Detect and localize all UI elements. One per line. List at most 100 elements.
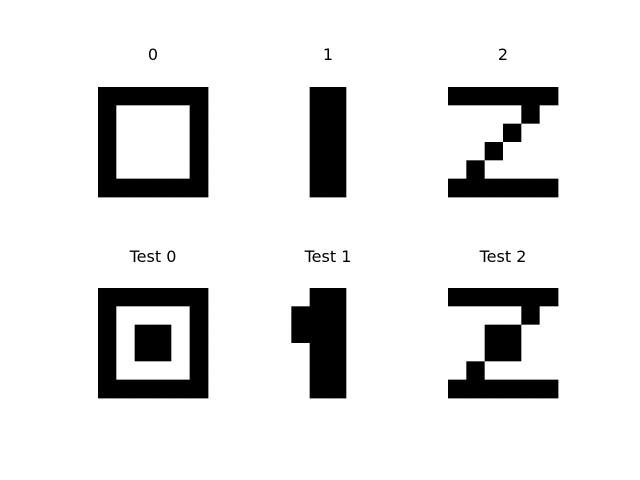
- pixel-cell: [502, 342, 522, 362]
- pixel-cell: [171, 141, 191, 161]
- pixel-cell: [466, 306, 486, 326]
- pixel-cell: [309, 123, 329, 143]
- pixel-cell: [291, 141, 311, 161]
- pixel-cell: [466, 178, 486, 198]
- pixel-cell: [466, 105, 486, 125]
- pixel-cell: [346, 306, 366, 326]
- pixel-cell: [539, 141, 559, 161]
- pixel-cell: [346, 160, 366, 180]
- pixel-cell: [116, 324, 136, 344]
- pixel-cell: [364, 361, 384, 381]
- pixel-cell: [291, 105, 311, 125]
- pixel-cell: [484, 361, 504, 381]
- pixel-cell: [327, 87, 347, 106]
- pixel-cell: [484, 379, 504, 399]
- pixel-cell: [364, 105, 384, 125]
- pixel-cell: [116, 141, 136, 161]
- pixel-cell: [327, 361, 347, 381]
- pixel-cell: [291, 123, 311, 143]
- pixel-cell: [484, 178, 504, 198]
- pixel-cell: [309, 379, 329, 399]
- pixel-cell: [152, 160, 172, 180]
- pixel-grid: [448, 87, 559, 198]
- pixel-cell: [189, 324, 209, 344]
- pixel-cell: [116, 105, 136, 125]
- pixel-cell: [273, 379, 292, 399]
- pixel-cell: [539, 361, 559, 381]
- pixel-cell: [309, 306, 329, 326]
- pixel-cell: [189, 123, 209, 143]
- pixel-cell: [116, 361, 136, 381]
- pixel-cell: [152, 87, 172, 106]
- pixel-cell: [502, 361, 522, 381]
- pixel-cell: [448, 178, 467, 198]
- pixel-cell: [134, 141, 154, 161]
- pixel-cell: [539, 324, 559, 344]
- pixel-cell: [364, 160, 384, 180]
- pixel-cell: [521, 306, 541, 326]
- pixel-cell: [171, 123, 191, 143]
- pixel-grid: [98, 288, 209, 399]
- pixel-cell: [346, 288, 366, 307]
- pixel-cell: [484, 87, 504, 106]
- pixel-cell: [448, 141, 467, 161]
- pixel-cell: [98, 160, 117, 180]
- pixel-cell: [134, 87, 154, 106]
- pixel-cell: [539, 288, 559, 307]
- pixel-cell: [291, 361, 311, 381]
- pixel-cell: [502, 306, 522, 326]
- pixel-cell: [134, 288, 154, 307]
- pixel-cell: [98, 178, 117, 198]
- pixel-cell: [309, 87, 329, 106]
- pixel-cell: [273, 123, 292, 143]
- pixel-cell: [291, 306, 311, 326]
- panel-title: 2: [497, 45, 509, 64]
- pixel-cell: [448, 288, 467, 307]
- pixel-cell: [171, 361, 191, 381]
- pixel-cell: [364, 379, 384, 399]
- pixel-cell: [152, 324, 172, 344]
- pixel-cell: [327, 105, 347, 125]
- pixel-cell: [171, 105, 191, 125]
- pixel-cell: [98, 288, 117, 307]
- pixel-cell: [152, 306, 172, 326]
- pixel-cell: [539, 105, 559, 125]
- pixel-cell: [134, 160, 154, 180]
- pixel-cell: [466, 123, 486, 143]
- pixel-cell: [502, 178, 522, 198]
- pixel-cell: [189, 141, 209, 161]
- pixel-cell: [189, 342, 209, 362]
- pixel-cell: [346, 178, 366, 198]
- pixel-cell: [521, 288, 541, 307]
- pixel-cell: [327, 288, 347, 307]
- pixel-cell: [448, 306, 467, 326]
- pixel-cell: [171, 288, 191, 307]
- pixel-cell: [364, 87, 384, 106]
- pixel-cell: [346, 379, 366, 399]
- pixel-cell: [364, 141, 384, 161]
- pixel-cell: [466, 342, 486, 362]
- pixel-cell: [521, 178, 541, 198]
- pixel-cell: [152, 141, 172, 161]
- pixel-cell: [98, 306, 117, 326]
- pixel-cell: [116, 342, 136, 362]
- pixel-cell: [346, 361, 366, 381]
- pixel-cell: [98, 361, 117, 381]
- pixel-cell: [273, 361, 292, 381]
- pixel-cell: [134, 105, 154, 125]
- pixel-cell: [502, 288, 522, 307]
- pixel-cell: [364, 123, 384, 143]
- pixel-cell: [309, 324, 329, 344]
- pixel-cell: [273, 342, 292, 362]
- pixel-cell: [448, 160, 467, 180]
- pixel-cell: [291, 379, 311, 399]
- pixel-cell: [309, 288, 329, 307]
- pixel-cell: [466, 288, 486, 307]
- pixel-cell: [189, 105, 209, 125]
- pixel-cell: [466, 379, 486, 399]
- pixel-cell: [189, 361, 209, 381]
- pixel-cell: [448, 105, 467, 125]
- pixel-cell: [327, 324, 347, 344]
- pixel-cell: [291, 342, 311, 362]
- pixel-cell: [171, 160, 191, 180]
